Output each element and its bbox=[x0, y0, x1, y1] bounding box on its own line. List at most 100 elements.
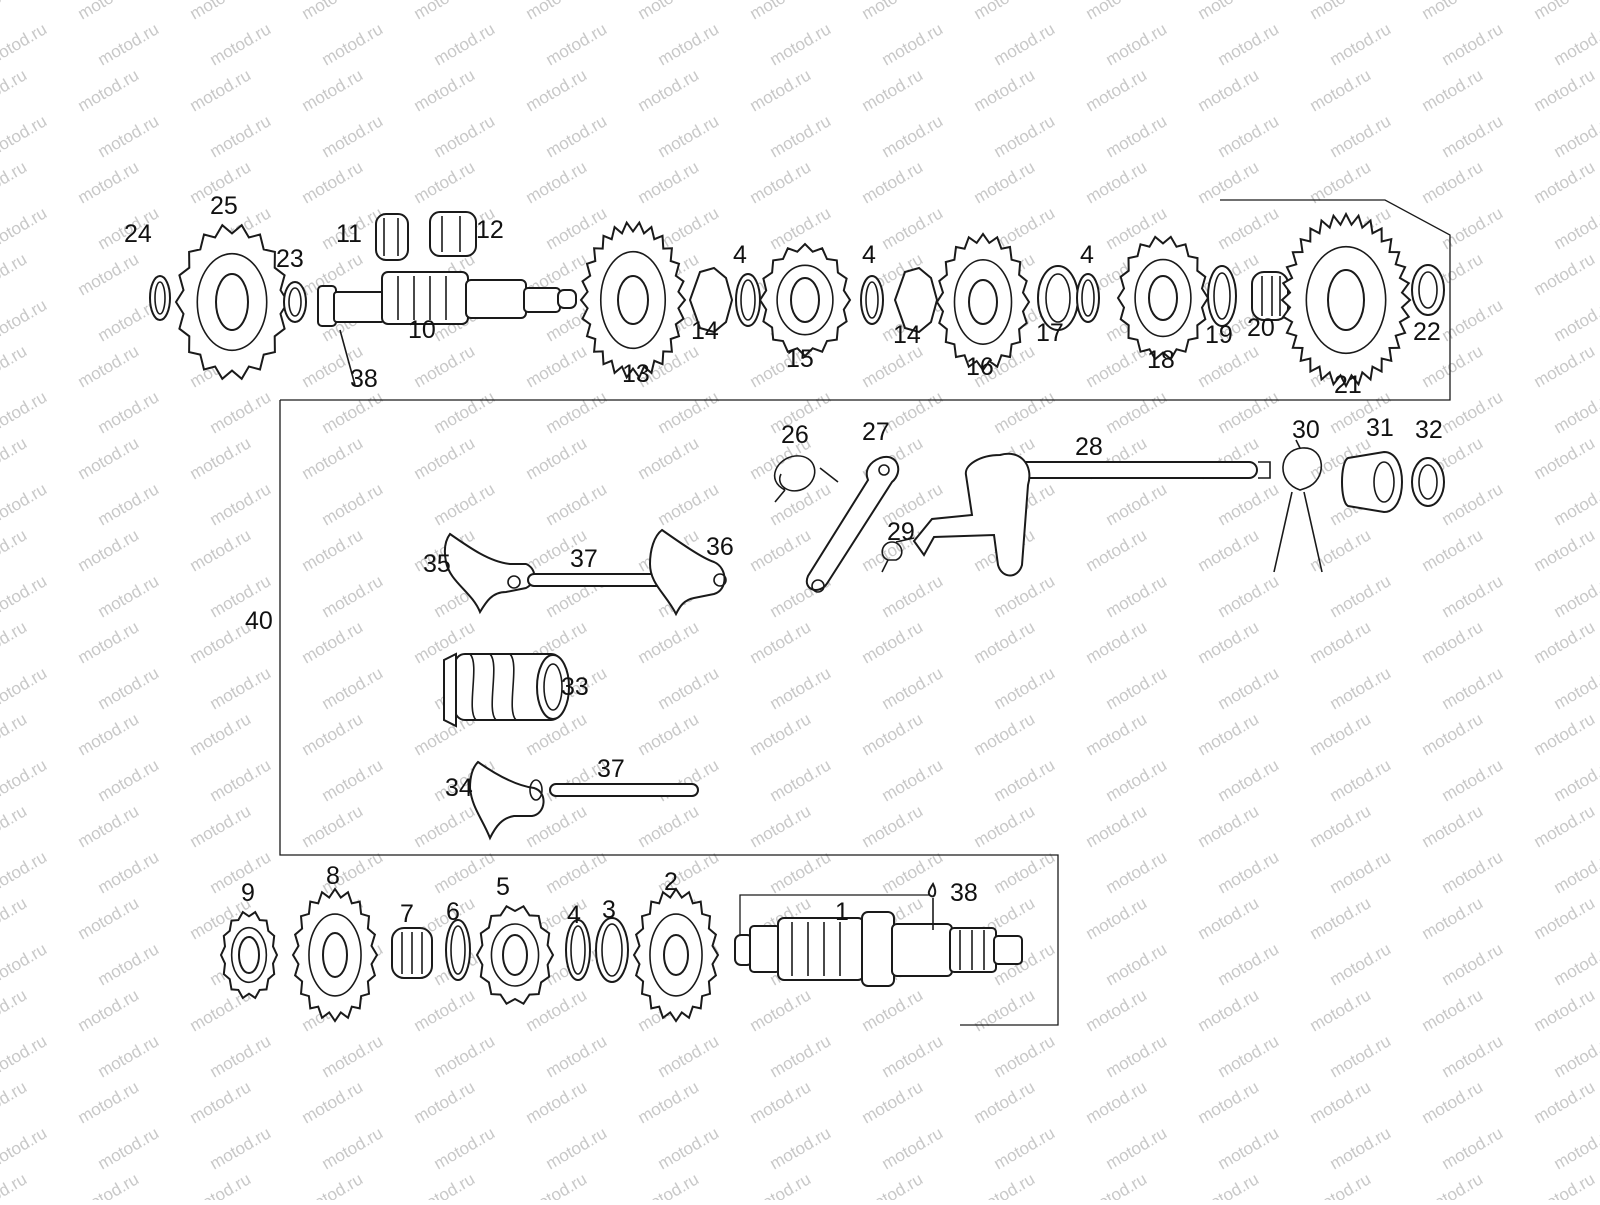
watermark-text: motod.ru bbox=[747, 525, 815, 575]
watermark-text: motod.ru bbox=[1307, 0, 1375, 23]
watermark-text: motod.ru bbox=[0, 157, 30, 207]
watermark-text: motod.ru bbox=[1215, 1031, 1283, 1081]
watermark-text: motod.ru bbox=[879, 1123, 947, 1173]
watermark-text: motod.ru bbox=[859, 801, 927, 851]
callout-4-c: 4 bbox=[1080, 243, 1094, 268]
callout-27: 27 bbox=[862, 420, 890, 445]
callout-6: 6 bbox=[446, 900, 460, 925]
watermark-text: motod.ru bbox=[411, 985, 479, 1035]
watermark-text: motod.ru bbox=[411, 1169, 479, 1200]
watermark-text: motod.ru bbox=[747, 1077, 815, 1127]
watermark-text: motod.ru bbox=[1195, 0, 1263, 23]
callout-29: 29 bbox=[887, 520, 915, 545]
watermark-text: motod.ru bbox=[655, 19, 723, 69]
watermark-text: motod.ru bbox=[1215, 19, 1283, 69]
callout-10: 10 bbox=[408, 318, 436, 343]
watermark-text: motod.ru bbox=[187, 1169, 255, 1200]
watermark-text: motod.ru bbox=[1551, 19, 1600, 69]
watermark-text: motod.ru bbox=[319, 479, 387, 529]
watermark-text: motod.ru bbox=[859, 709, 927, 759]
callout-22: 22 bbox=[1413, 320, 1441, 345]
watermark-text: motod.ru bbox=[991, 663, 1059, 713]
watermark-text: motod.ru bbox=[1419, 801, 1487, 851]
watermark-text: motod.ru bbox=[1439, 571, 1507, 621]
watermark-text: motod.ru bbox=[187, 525, 255, 575]
watermark-text: motod.ru bbox=[879, 19, 947, 69]
watermark-text: motod.ru bbox=[1531, 157, 1599, 207]
watermark-text: motod.ru bbox=[635, 1169, 703, 1200]
watermark-text: motod.ru bbox=[1103, 847, 1171, 897]
watermark-text: motod.ru bbox=[1439, 939, 1507, 989]
watermark-text: motod.ru bbox=[543, 1031, 611, 1081]
watermark-text: motod.ru bbox=[655, 755, 723, 805]
watermark-text: motod.ru bbox=[299, 525, 367, 575]
watermark-text: motod.ru bbox=[187, 433, 255, 483]
watermark-text: motod.ru bbox=[1083, 65, 1151, 115]
watermark-text: motod.ru bbox=[431, 19, 499, 69]
watermark-text: motod.ru bbox=[1195, 985, 1263, 1035]
watermark-text: motod.ru bbox=[75, 341, 143, 391]
callout-37-a: 37 bbox=[570, 547, 598, 572]
watermark-text: motod.ru bbox=[187, 617, 255, 667]
watermark-text: motod.ru bbox=[1551, 295, 1600, 345]
watermark-text: motod.ru bbox=[299, 0, 367, 23]
watermark-text: motod.ru bbox=[971, 1077, 1039, 1127]
watermark-text: motod.ru bbox=[1083, 801, 1151, 851]
watermark-text: motod.ru bbox=[1307, 1169, 1375, 1200]
watermark-text: motod.ru bbox=[1439, 663, 1507, 713]
gear18-hub bbox=[1149, 276, 1177, 320]
watermark-text: motod.ru bbox=[1195, 893, 1263, 943]
watermark-text: motod.ru bbox=[879, 571, 947, 621]
watermark-text: motod.ru bbox=[747, 985, 815, 1035]
watermark-text: motod.ru bbox=[1307, 893, 1375, 943]
watermark-text: motod.ru bbox=[0, 939, 50, 989]
watermark-text: motod.ru bbox=[1083, 617, 1151, 667]
watermark-text: motod.ru bbox=[635, 157, 703, 207]
watermark-text: motod.ru bbox=[207, 19, 275, 69]
watermark-text: motod.ru bbox=[859, 985, 927, 1035]
watermark-text: motod.ru bbox=[431, 1123, 499, 1173]
gear13-hub bbox=[618, 276, 648, 324]
watermark-text: motod.ru bbox=[319, 19, 387, 69]
callout-23: 23 bbox=[276, 247, 304, 272]
watermark-text: motod.ru bbox=[1215, 847, 1283, 897]
watermark-text: motod.ru bbox=[0, 479, 50, 529]
callout-13: 13 bbox=[622, 362, 650, 387]
watermark-text: motod.ru bbox=[1551, 203, 1600, 253]
watermark-text: motod.ru bbox=[1195, 525, 1263, 575]
part-6-ring bbox=[446, 920, 470, 980]
watermark-text: motod.ru bbox=[95, 479, 163, 529]
watermark-text: motod.ru bbox=[1083, 985, 1151, 1035]
watermark-text: motod.ru bbox=[767, 479, 835, 529]
callout-20: 20 bbox=[1247, 316, 1275, 341]
watermark-text: motod.ru bbox=[523, 0, 591, 23]
watermark-text: motod.ru bbox=[207, 111, 275, 161]
watermark-text: motod.ru bbox=[411, 65, 479, 115]
watermark-text: motod.ru bbox=[411, 341, 479, 391]
watermark-text: motod.ru bbox=[523, 65, 591, 115]
watermark-text: motod.ru bbox=[523, 1077, 591, 1127]
watermark-text: motod.ru bbox=[1439, 387, 1507, 437]
watermark-text: motod.ru bbox=[1419, 1169, 1487, 1200]
watermark-text: motod.ru bbox=[75, 709, 143, 759]
watermark-text: motod.ru bbox=[1327, 571, 1395, 621]
watermark-text: motod.ru bbox=[971, 157, 1039, 207]
watermark-text: motod.ru bbox=[767, 19, 835, 69]
part-24-circlip bbox=[150, 276, 170, 320]
watermark-text: motod.ru bbox=[523, 341, 591, 391]
callout-34: 34 bbox=[445, 776, 473, 801]
watermark-text: motod.ru bbox=[299, 65, 367, 115]
watermark-text: motod.ru bbox=[747, 157, 815, 207]
gear16-hub bbox=[969, 280, 997, 324]
watermark-text: motod.ru bbox=[1551, 663, 1600, 713]
watermark-text: motod.ru bbox=[0, 249, 30, 299]
part-4-circlip-c bbox=[1077, 274, 1099, 322]
watermark-text: motod.ru bbox=[1215, 663, 1283, 713]
watermark-text: motod.ru bbox=[0, 663, 50, 713]
watermark-text: motod.ru bbox=[0, 387, 50, 437]
watermark-text: motod.ru bbox=[95, 847, 163, 897]
watermark-text: motod.ru bbox=[0, 1077, 30, 1127]
watermark-text: motod.ru bbox=[207, 479, 275, 529]
callout-8: 8 bbox=[326, 864, 340, 889]
watermark-text: motod.ru bbox=[1551, 111, 1600, 161]
